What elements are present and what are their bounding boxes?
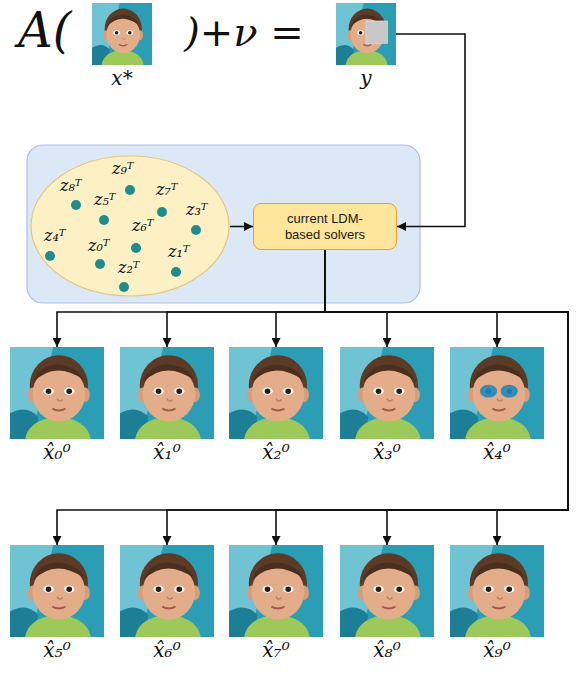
flow-arrow (325, 250, 568, 545)
flow-arrow (325, 250, 497, 347)
face-photo (450, 545, 544, 637)
face-photo (120, 545, 214, 637)
face-photo (336, 3, 396, 65)
latent-label: z₄ᵀ (44, 228, 66, 244)
face-photo (92, 3, 152, 65)
flow-arrow (230, 226, 253, 228)
face-photo (92, 3, 152, 65)
latent-dot (71, 200, 81, 210)
face-photo (340, 347, 434, 439)
face-photo (229, 545, 323, 637)
face-photo (120, 347, 214, 439)
face-photo (229, 347, 323, 439)
image-caption: x̂₃⁰ (340, 442, 434, 462)
image-caption: x̂₇⁰ (229, 640, 323, 660)
latent-label: z₅ᵀ (94, 192, 116, 208)
image-panel: x̂₇⁰ (229, 545, 323, 667)
face-photo (340, 545, 434, 637)
flow-arrow (396, 34, 465, 227)
flow-arrow (325, 250, 568, 545)
face-photo (450, 545, 544, 637)
artifact-patch (501, 385, 518, 398)
image-panel: x̂₀⁰ (10, 347, 104, 469)
image-panel: x̂₃⁰ (340, 347, 434, 469)
image-caption: x̂₅⁰ (10, 640, 104, 660)
flow-arrow (325, 250, 387, 347)
image-panel: y (336, 3, 396, 95)
ellipse-outline (31, 156, 229, 296)
latent-dot (45, 251, 55, 261)
latent-label: z₉ᵀ (112, 161, 134, 177)
image-panel: x̂₈⁰ (340, 545, 434, 667)
face-photo (10, 545, 104, 637)
solver-panel (27, 145, 420, 303)
mask-square (366, 21, 388, 43)
flow-arrow (276, 250, 325, 347)
latent-dot (125, 185, 135, 195)
artifact-patch (480, 385, 497, 398)
face-photo (10, 545, 104, 637)
face-photo (120, 347, 214, 439)
face-photo (340, 545, 434, 637)
face-photo (450, 347, 544, 439)
box-label: current LDM-based solvers (275, 211, 375, 242)
face-photo (340, 347, 434, 439)
face-photo (10, 347, 104, 439)
image-panel: x̂₁⁰ (120, 347, 214, 469)
image-panel: x̂₉⁰ (450, 545, 544, 667)
face-photo (229, 545, 323, 637)
image-caption: y (336, 68, 396, 88)
latent-label: z₂ᵀ (118, 260, 140, 276)
formula-text: )+ν = (184, 12, 304, 52)
flow-arrow (167, 250, 568, 545)
face-photo (229, 347, 323, 439)
face-photo (10, 347, 104, 439)
latent-dot (131, 243, 141, 253)
latent-dot (119, 282, 129, 292)
latent-label: z₈ᵀ (60, 178, 82, 194)
image-caption: x̂₄⁰ (450, 442, 544, 462)
image-panel: x̂₆⁰ (120, 545, 214, 667)
face-photo (120, 545, 214, 637)
face-photo (336, 3, 396, 65)
image-panel: x̂₅⁰ (10, 545, 104, 667)
latent-dot (99, 215, 109, 225)
face-photo (450, 347, 544, 439)
latent-dot (95, 259, 105, 269)
latent-ellipse: z₉ᵀ z₈ᵀ z₇ᵀ z₅ᵀ z₃ᵀ z₆ᵀ z₄ᵀ z₀ᵀ z₁ᵀ z₂ᵀ (30, 155, 230, 297)
image-caption: x̂₈⁰ (340, 640, 434, 660)
formula-text: A( (18, 6, 71, 54)
image-caption: x̂₂⁰ (229, 442, 323, 462)
latent-dot (171, 267, 181, 277)
latent-dot (157, 207, 167, 217)
image-caption: x̂₁⁰ (120, 442, 214, 462)
latent-label: z₁ᵀ (168, 244, 190, 260)
image-panel: x̂₂⁰ (229, 347, 323, 469)
image-caption: x* (92, 68, 152, 88)
latent-dot (191, 225, 201, 235)
image-caption: x̂₀⁰ (10, 442, 104, 462)
latent-label: z₆ᵀ (132, 218, 154, 234)
image-caption: x̂₉⁰ (450, 640, 544, 660)
image-panel: x̂₄⁰ (450, 347, 544, 469)
image-panel: x* (92, 3, 152, 95)
latent-label: z₃ᵀ (186, 202, 208, 218)
latent-label: z₇ᵀ (156, 182, 178, 198)
latent-label: z₀ᵀ (88, 238, 110, 254)
image-caption: x̂₆⁰ (120, 640, 214, 660)
process-box: current LDM-based solvers (253, 203, 397, 250)
